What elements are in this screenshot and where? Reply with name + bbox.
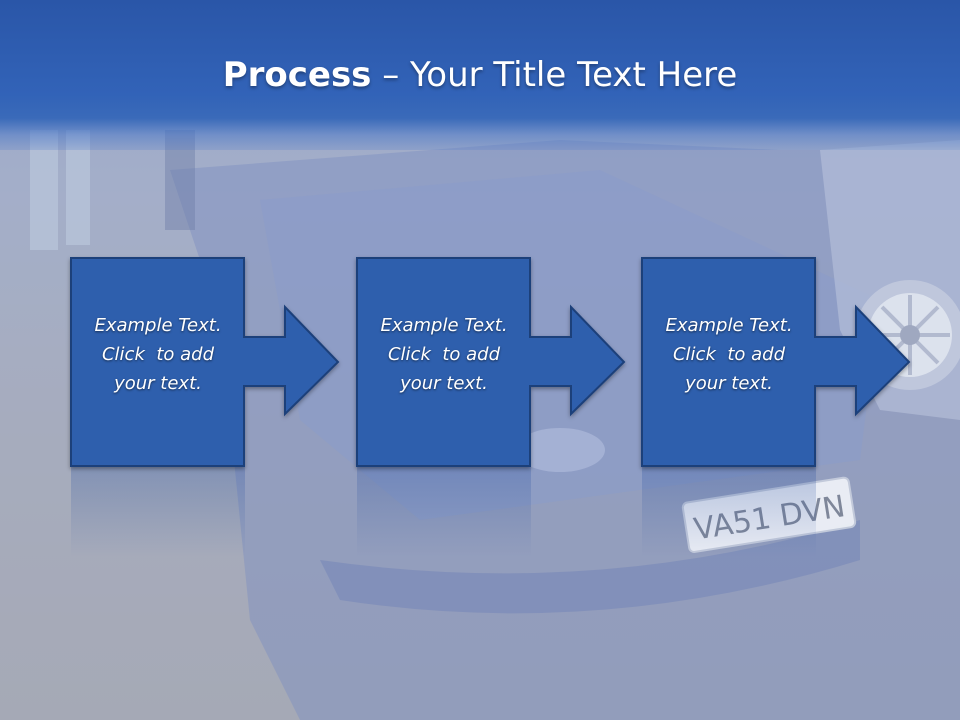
step-line: Example Text. [94, 315, 222, 336]
step-text-1[interactable]: Example Text. Click to add your text. [71, 311, 245, 398]
step-line: Example Text. [665, 315, 793, 336]
box-reflection [71, 467, 245, 557]
title-rest: – Your Title Text Here [371, 55, 738, 95]
process-arrow-3[interactable] [641, 257, 911, 467]
step-line: your text. [400, 373, 488, 394]
process-arrow-1[interactable] [70, 257, 340, 467]
step-text-2[interactable]: Example Text. Click to add your text. [357, 311, 531, 398]
step-line: Example Text. [380, 315, 508, 336]
step-line: Click to add [387, 344, 500, 365]
step-line: Click to add [101, 344, 214, 365]
process-arrow-2[interactable] [356, 257, 626, 467]
step-line: your text. [114, 373, 202, 394]
step-line: your text. [685, 373, 773, 394]
box-reflection [357, 467, 531, 557]
title-bold: Process [222, 55, 372, 95]
slide-title[interactable]: Process – Your Title Text Here [0, 52, 960, 98]
step-text-3[interactable]: Example Text. Click to add your text. [642, 311, 816, 398]
box-reflection [642, 467, 816, 557]
step-line: Click to add [672, 344, 785, 365]
title-band [0, 0, 960, 150]
